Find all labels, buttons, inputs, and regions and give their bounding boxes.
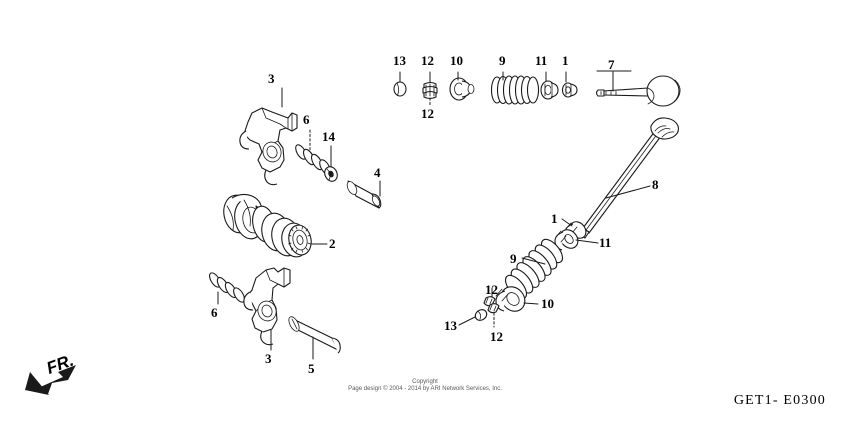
part-6-spring-lower [209, 272, 245, 303]
callout-4: 4 [374, 165, 381, 180]
callout-5: 5 [308, 361, 315, 376]
callout-3-lower: 3 [265, 351, 272, 366]
copyright-line-2: Page design © 2004 - 2014 by ARI Network… [348, 386, 502, 392]
part-13-cotter-top [393, 81, 407, 97]
part-7-intake-valve [595, 75, 681, 107]
part-4-rocker-shaft-upper [346, 180, 382, 209]
callout-12-lower: 12 [485, 282, 498, 297]
part-3-rocker-arm-lower [243, 267, 291, 346]
part-9-valve-spring-top [490, 75, 540, 105]
callout-12-upper-lower: 12 [421, 106, 434, 121]
callout-13-upper: 13 [393, 53, 406, 68]
callout-11-upper: 11 [535, 53, 548, 68]
part-2-camshaft [223, 193, 312, 258]
callout-1-upper: 1 [562, 53, 569, 68]
part-8-exhaust-valve [576, 117, 679, 239]
callout-8: 8 [652, 177, 659, 192]
callout-12-upper: 12 [421, 53, 434, 68]
callout-3-upper: 3 [268, 71, 275, 86]
callout-1-lower: 1 [551, 211, 558, 226]
part-14-washer [324, 166, 338, 182]
part-10-seal-top [449, 77, 475, 101]
callout-11-lower: 11 [599, 235, 612, 250]
diagram-part-number: GET1- E0300 [733, 393, 826, 408]
callout-6-upper: 6 [303, 112, 310, 127]
copyright-block: Copyright Page design © 2004 - 2014 by A… [0, 379, 850, 393]
callout-13-lower: 13 [444, 318, 457, 333]
part-1-valve-guide-top [561, 82, 578, 98]
callout-9-lower: 9 [510, 251, 517, 266]
part-13-cotter-bottom [474, 309, 488, 321]
copyright-line-1: Copyright [412, 379, 438, 385]
part-11-spring-seat-top [540, 80, 559, 100]
callout-10-lower: 10 [541, 296, 554, 311]
part-11-spring-seat-bottom [554, 229, 579, 251]
callout-2: 2 [329, 236, 336, 251]
callout-6-lower: 6 [211, 305, 218, 320]
part-12-retainer-top [422, 81, 438, 100]
callout-9-upper: 9 [499, 53, 506, 68]
part-12-retainer-bottom [483, 296, 500, 314]
callout-12-lower-b: 12 [490, 329, 503, 344]
callout-14: 14 [322, 129, 335, 144]
callout-10-upper: 10 [450, 53, 463, 68]
part-3-rocker-arm-upper [239, 107, 298, 186]
callout-7: 7 [608, 57, 615, 72]
front-direction-arrow-icon [25, 365, 76, 395]
part-5-rocker-shaft-lower [288, 316, 341, 354]
